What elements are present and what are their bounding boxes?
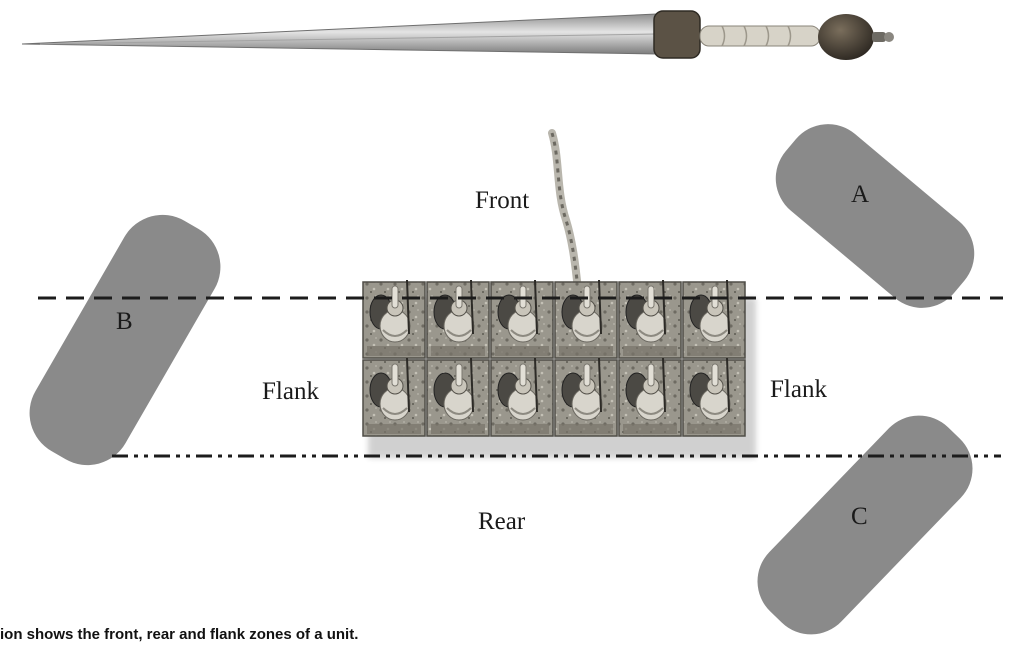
front-zone-label: Front [475,187,529,215]
miniature-figure [683,358,745,436]
base-b-label: B [116,308,133,336]
miniature-figure [427,358,489,436]
standard-banner [552,133,578,290]
enemy-base-a [759,107,992,325]
base-a-label: A [851,181,869,209]
rear-zone-label: Rear [478,508,525,536]
miniature-figure [427,280,489,358]
miniature-figure [555,280,617,358]
left-flank-label: Flank [262,378,319,406]
sword-image [22,11,894,60]
base-c-label: C [851,503,868,531]
miniature-figure [491,280,553,358]
figure-caption: ion shows the front, rear and flank zone… [0,626,358,643]
miniature-figure [683,280,745,358]
miniature-figure [619,358,681,436]
miniature-figure [619,280,681,358]
miniature-figure [363,358,425,436]
miniature-figure [491,358,553,436]
enemy-base-b [13,199,236,481]
miniature-figure [363,280,425,358]
right-flank-label: Flank [770,376,827,404]
miniature-figure [555,358,617,436]
